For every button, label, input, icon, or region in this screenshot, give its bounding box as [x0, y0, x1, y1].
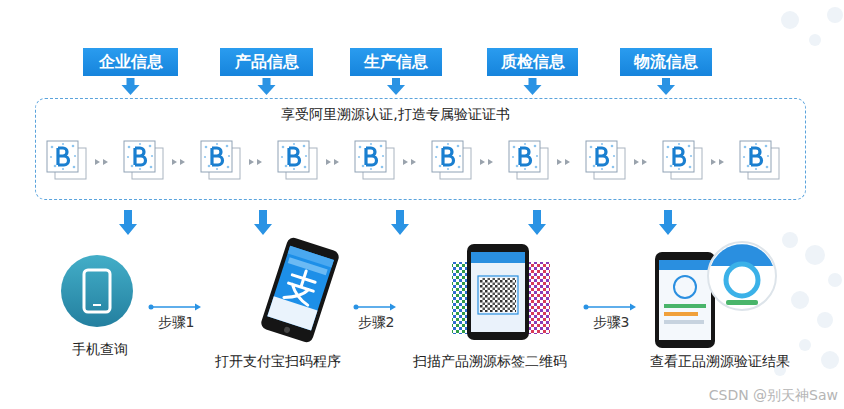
info-box: 生产信息 — [350, 48, 442, 76]
connector — [387, 78, 405, 95]
step-item: 查看正品溯源验证结果 — [640, 240, 800, 370]
connector — [258, 78, 276, 95]
step-label: 步骤3 — [593, 314, 630, 332]
node-text: 打开支付宝扫码程序 — [215, 352, 341, 370]
step-label: 步骤2 — [358, 314, 395, 332]
node-text: 物流信息 — [634, 52, 698, 73]
connector — [354, 304, 397, 311]
info-box: 物流信息 — [620, 48, 712, 76]
connector — [122, 78, 140, 95]
down-arrows — [119, 210, 677, 235]
node-text: 查看正品溯源验证结果 — [650, 352, 790, 370]
node-text: 手机查询 — [72, 340, 128, 358]
node-text: 产品信息 — [235, 52, 299, 73]
connector — [657, 78, 675, 95]
connector — [524, 78, 542, 95]
node-text: 享受阿里溯源认证,打造专属验证证书 — [36, 106, 755, 124]
node-text: 质检信息 — [501, 52, 565, 73]
block-chain — [47, 141, 779, 179]
info-box: 企业信息 — [83, 48, 178, 76]
step-item: 手机查询 — [55, 255, 145, 358]
result-phone — [655, 242, 776, 348]
step-item: 扫描产品溯源标签二维码 — [400, 240, 580, 370]
watermark: CSDN @别天神Saw — [709, 387, 838, 405]
info-box: 产品信息 — [220, 48, 313, 76]
background-dots — [774, 7, 843, 376]
node-text: 生产信息 — [364, 52, 428, 73]
qr-scan — [452, 244, 550, 340]
phone-icon — [61, 255, 133, 327]
step-item: 打开支付宝扫码程序 — [205, 240, 350, 370]
alipay-phone — [259, 236, 340, 344]
node-text: 扫描产品溯源标签二维码 — [413, 352, 567, 370]
connector — [584, 304, 637, 311]
step-label: 步骤1 — [158, 314, 195, 332]
info-box: 质检信息 — [487, 48, 578, 76]
connector — [149, 304, 202, 311]
trace-frame: 享受阿里溯源认证,打造专属验证证书 — [35, 98, 806, 200]
node-text: 企业信息 — [99, 52, 163, 73]
